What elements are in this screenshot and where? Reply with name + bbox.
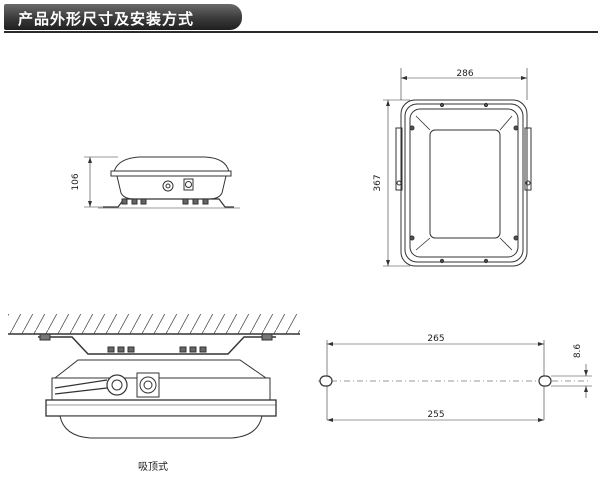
header-divider: [4, 31, 598, 33]
dimension-slot-width: 8.6: [573, 344, 583, 359]
dimension-side-height: 106: [71, 173, 81, 190]
section-title: 产品外形尺寸及安装方式: [18, 10, 195, 28]
dimension-mount-outer: 265: [427, 334, 444, 344]
section-header-bar: 产品外形尺寸及安装方式: [4, 4, 242, 30]
dimension-mount-inner: 255: [427, 410, 444, 420]
mounting-plan-view: [318, 340, 592, 422]
side-view: [84, 156, 240, 209]
ceiling-mount-view: [8, 314, 300, 439]
dimension-front-width: 286: [456, 69, 473, 79]
mount-type-caption: 吸顶式: [138, 462, 168, 473]
dimension-front-height: 367: [373, 174, 383, 191]
front-view: [383, 68, 532, 267]
